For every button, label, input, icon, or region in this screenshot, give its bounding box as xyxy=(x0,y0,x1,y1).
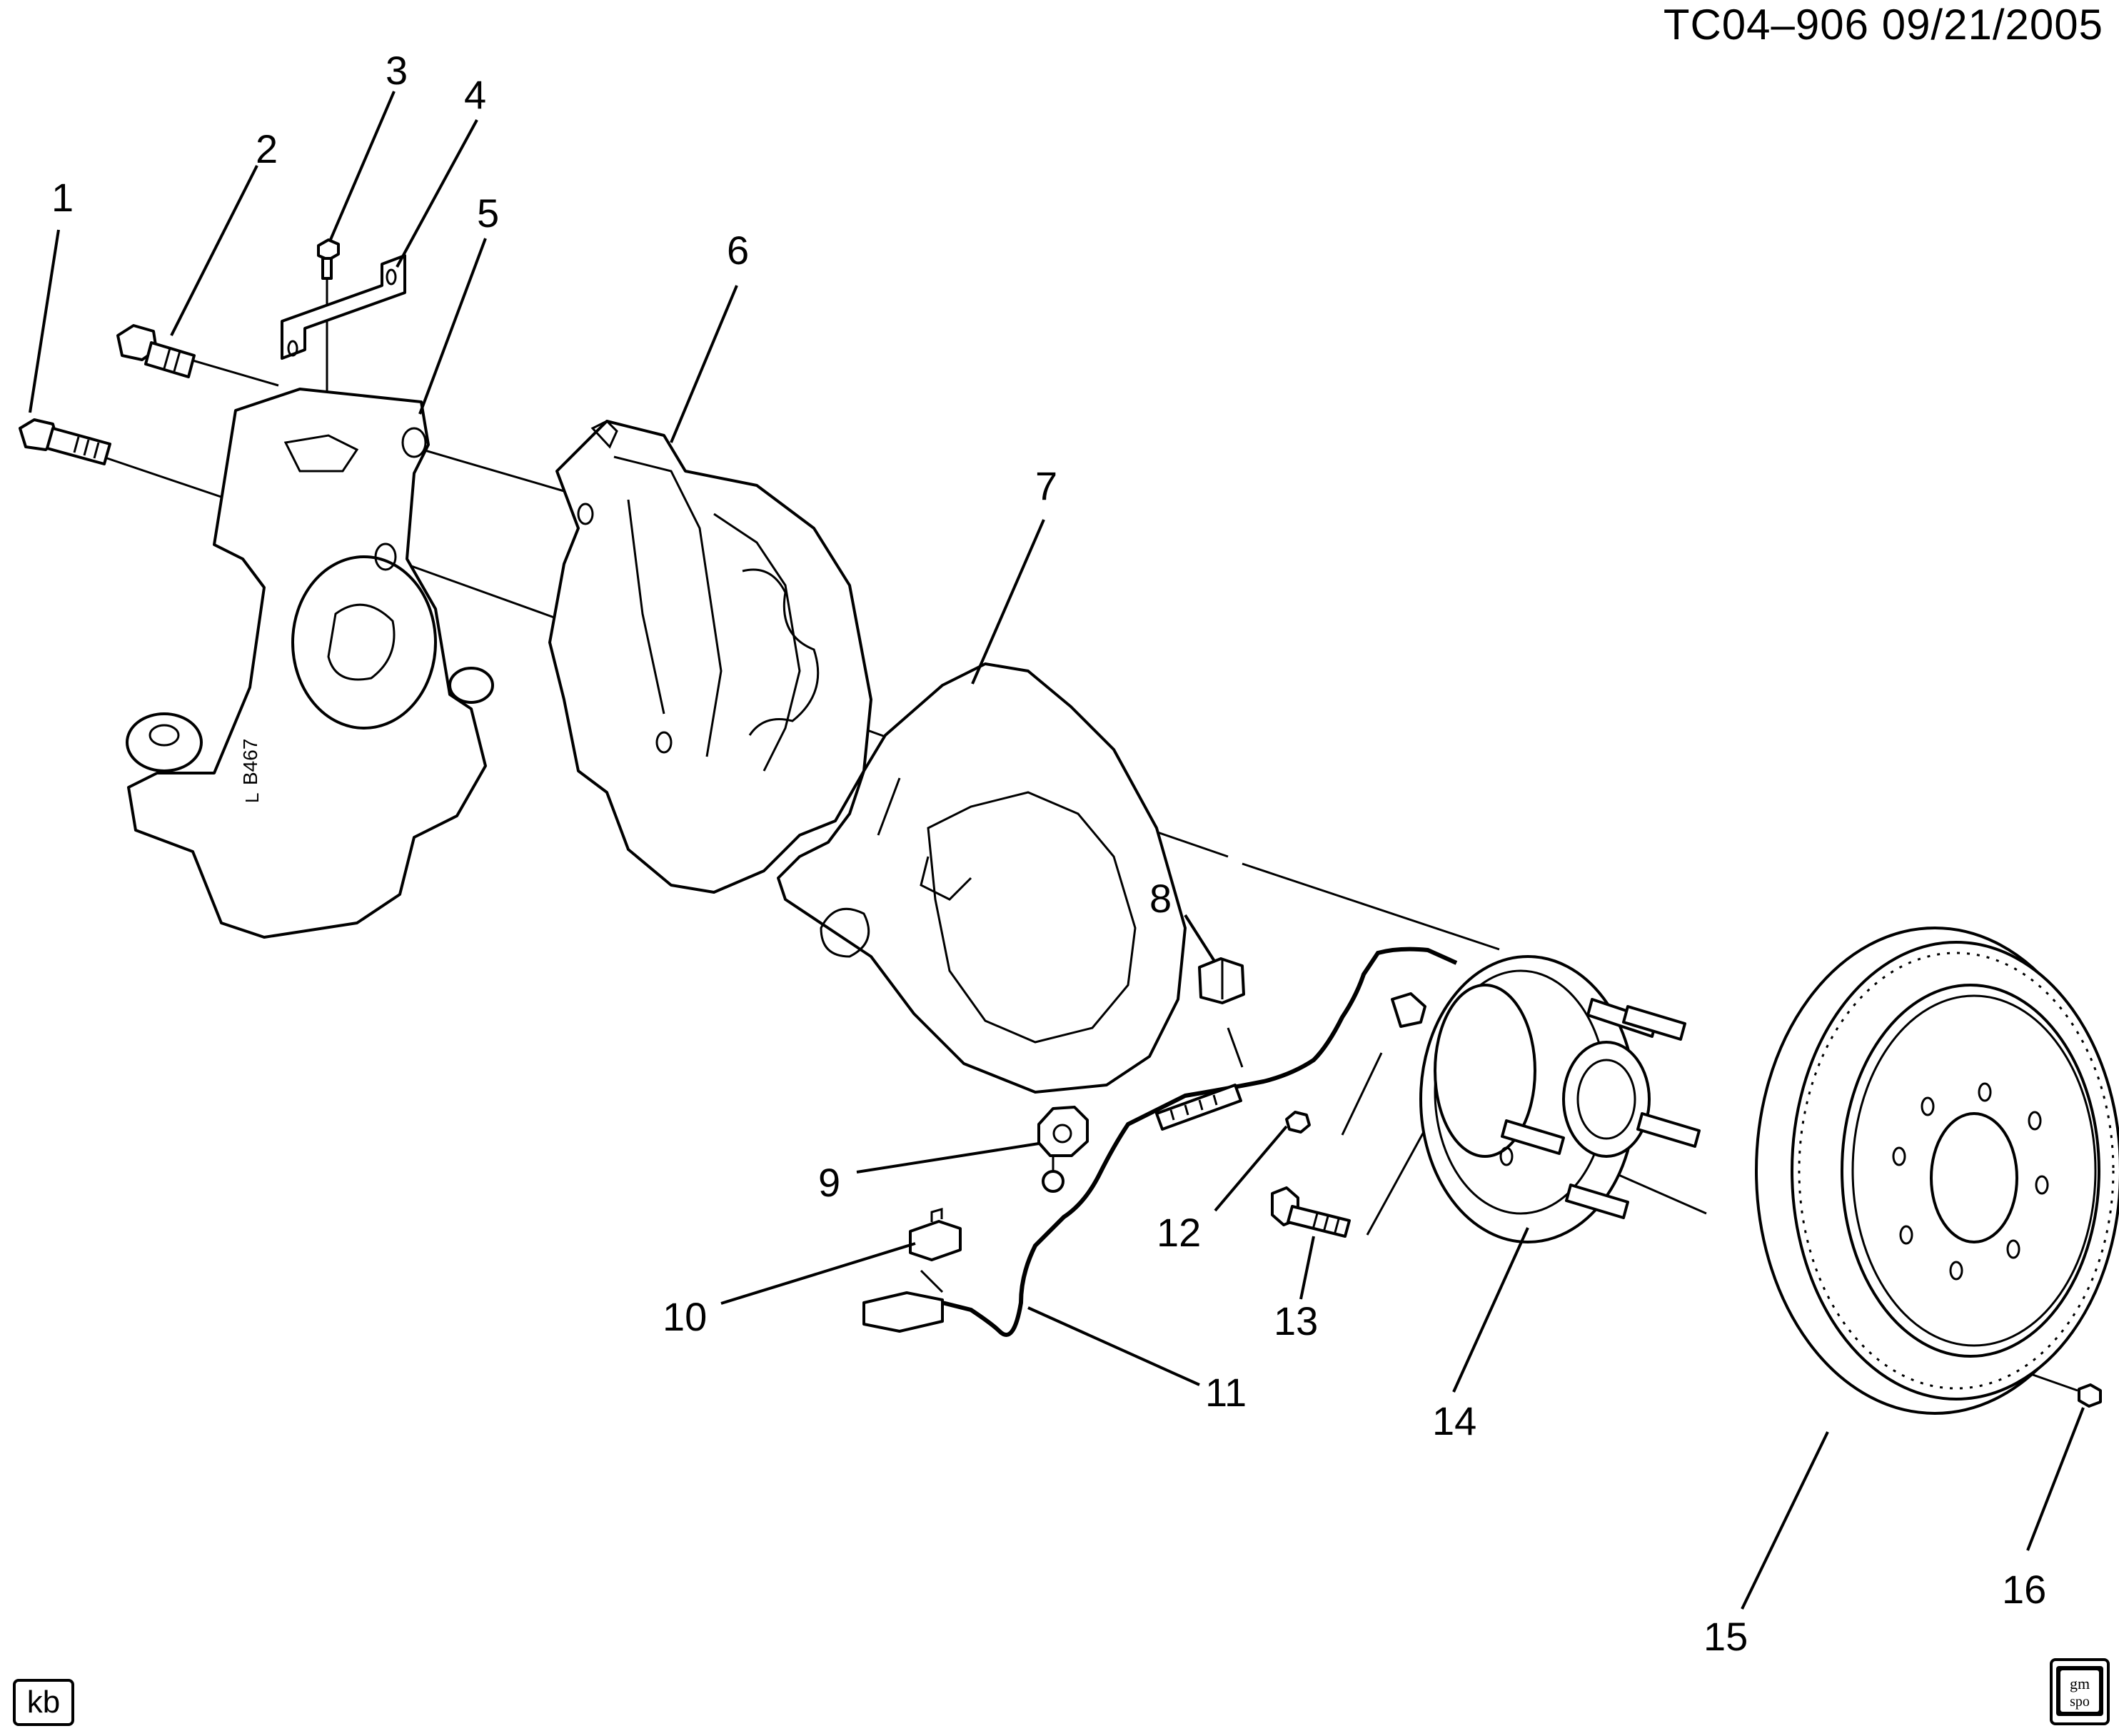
callout-11: 11 xyxy=(1205,1370,1247,1415)
callout-4: 4 xyxy=(464,72,486,117)
callout-1: 1 xyxy=(51,175,74,220)
document-id: TC04–906 09/21/2005 xyxy=(1663,1,2103,49)
part-16-screw xyxy=(2078,1383,2102,1408)
callout-6: 6 xyxy=(727,228,749,273)
knuckle-side-mark: L xyxy=(241,793,263,803)
initials-text: kb xyxy=(26,1685,61,1720)
part-11-sensor-harness xyxy=(862,947,1458,1337)
callout-leaders xyxy=(29,91,2085,1610)
callout-8: 8 xyxy=(1149,876,1172,921)
part-13-stud xyxy=(1271,1186,1351,1238)
part-10-connector xyxy=(909,1208,962,1261)
part-14-hub-bearing xyxy=(1419,955,1701,1243)
callout-3: 3 xyxy=(386,48,408,93)
callout-13: 13 xyxy=(1274,1298,1318,1343)
part-6-caliper xyxy=(548,420,872,894)
callout-9: 9 xyxy=(818,1160,840,1205)
logo-text-bottom: spo xyxy=(2070,1694,2090,1710)
callout-2: 2 xyxy=(256,126,278,171)
part-9-grommet xyxy=(1037,1106,1089,1157)
part-1-bolt xyxy=(19,418,111,465)
callout-numbers: 1 2 3 4 5 6 7 8 9 10 11 12 13 14 15 16 xyxy=(51,48,2046,1659)
callout-5: 5 xyxy=(477,191,499,236)
callout-12: 12 xyxy=(1157,1210,1201,1255)
part-8-clip xyxy=(1198,957,1245,1004)
callout-16: 16 xyxy=(2002,1567,2046,1612)
callout-7: 7 xyxy=(1035,463,1057,508)
knuckle-marking: B467 xyxy=(239,739,261,785)
part-12-nut xyxy=(1285,1111,1311,1134)
part-2-bolt xyxy=(116,324,196,378)
part-3-screw xyxy=(317,238,340,280)
callout-15: 15 xyxy=(1703,1614,1748,1659)
part-4-bracket xyxy=(281,254,406,360)
callout-10: 10 xyxy=(663,1294,707,1339)
logo-text-top: gm xyxy=(2070,1675,2090,1692)
callout-14: 14 xyxy=(1432,1398,1476,1443)
part-5-steering-knuckle: B467 L xyxy=(126,388,494,939)
part-15-brake-rotor xyxy=(1755,927,2119,1415)
initials-box: kb xyxy=(13,1679,74,1726)
gm-spo-logo: gm spo xyxy=(2050,1658,2110,1725)
part-7-dust-shield xyxy=(777,662,1187,1094)
